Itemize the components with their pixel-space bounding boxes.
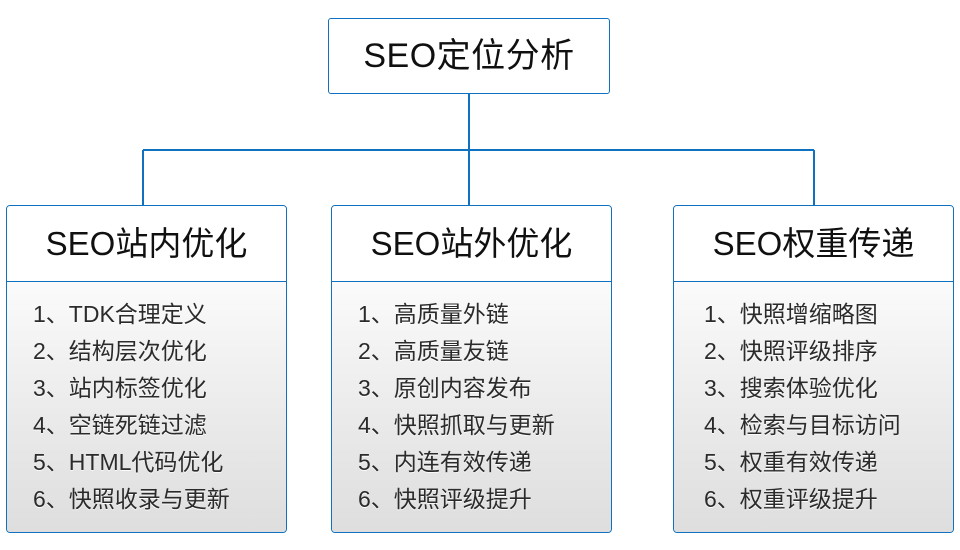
list-item: 3、搜索体验优化 bbox=[704, 375, 878, 401]
list-item: 4、快照抓取与更新 bbox=[358, 412, 555, 438]
branch-card-seo-onsite[interactable]: SEO站内优化 1、TDK合理定义 2、结构层次优化 3、站内标签优化 4、空链… bbox=[6, 205, 287, 533]
branch-card-title: SEO站内优化 bbox=[45, 225, 248, 262]
branch-card-seo-offsite[interactable]: SEO站外优化 1、高质量外链 2、高质量友链 3、原创内容发布 4、快照抓取与… bbox=[331, 205, 612, 533]
branch-card-header: SEO权重传递 bbox=[674, 206, 953, 282]
list-item: 3、原创内容发布 bbox=[358, 375, 532, 401]
list-item: 1、快照增缩略图 bbox=[704, 301, 878, 327]
list-item: 6、快照评级提升 bbox=[358, 486, 532, 512]
list-item: 6、快照收录与更新 bbox=[33, 486, 230, 512]
branch-card-title: SEO站外优化 bbox=[370, 225, 573, 262]
branch-card-seo-weight[interactable]: SEO权重传递 1、快照增缩略图 2、快照评级排序 3、搜索体验优化 4、检索与… bbox=[673, 205, 954, 533]
branch-item-list: 1、快照增缩略图 2、快照评级排序 3、搜索体验优化 4、检索与目标访问 5、权… bbox=[674, 296, 953, 518]
branch-card-body: 1、高质量外链 2、高质量友链 3、原创内容发布 4、快照抓取与更新 5、内连有… bbox=[332, 282, 611, 532]
root-node-label: SEO定位分析 bbox=[363, 37, 575, 75]
list-item: 2、高质量友链 bbox=[358, 338, 509, 364]
list-item: 1、高质量外链 bbox=[358, 301, 509, 327]
list-item: 2、结构层次优化 bbox=[33, 338, 207, 364]
branch-item-list: 1、高质量外链 2、高质量友链 3、原创内容发布 4、快照抓取与更新 5、内连有… bbox=[332, 296, 611, 518]
branch-card-body: 1、快照增缩略图 2、快照评级排序 3、搜索体验优化 4、检索与目标访问 5、权… bbox=[674, 282, 953, 532]
list-item: 5、权重有效传递 bbox=[704, 449, 878, 475]
branch-card-body: 1、TDK合理定义 2、结构层次优化 3、站内标签优化 4、空链死链过滤 5、H… bbox=[7, 282, 286, 532]
branch-item-list: 1、TDK合理定义 2、结构层次优化 3、站内标签优化 4、空链死链过滤 5、H… bbox=[7, 296, 286, 518]
list-item: 4、空链死链过滤 bbox=[33, 412, 207, 438]
list-item: 5、HTML代码优化 bbox=[33, 449, 224, 475]
list-item: 5、内连有效传递 bbox=[358, 449, 532, 475]
list-item: 3、站内标签优化 bbox=[33, 375, 207, 401]
list-item: 4、检索与目标访问 bbox=[704, 412, 901, 438]
list-item: 6、权重评级提升 bbox=[704, 486, 878, 512]
root-node[interactable]: SEO定位分析 bbox=[328, 18, 610, 94]
branch-card-header: SEO站外优化 bbox=[332, 206, 611, 282]
list-item: 2、快照评级排序 bbox=[704, 338, 878, 364]
branch-card-title: SEO权重传递 bbox=[712, 225, 915, 262]
branch-card-header: SEO站内优化 bbox=[7, 206, 286, 282]
list-item: 1、TDK合理定义 bbox=[33, 301, 207, 327]
